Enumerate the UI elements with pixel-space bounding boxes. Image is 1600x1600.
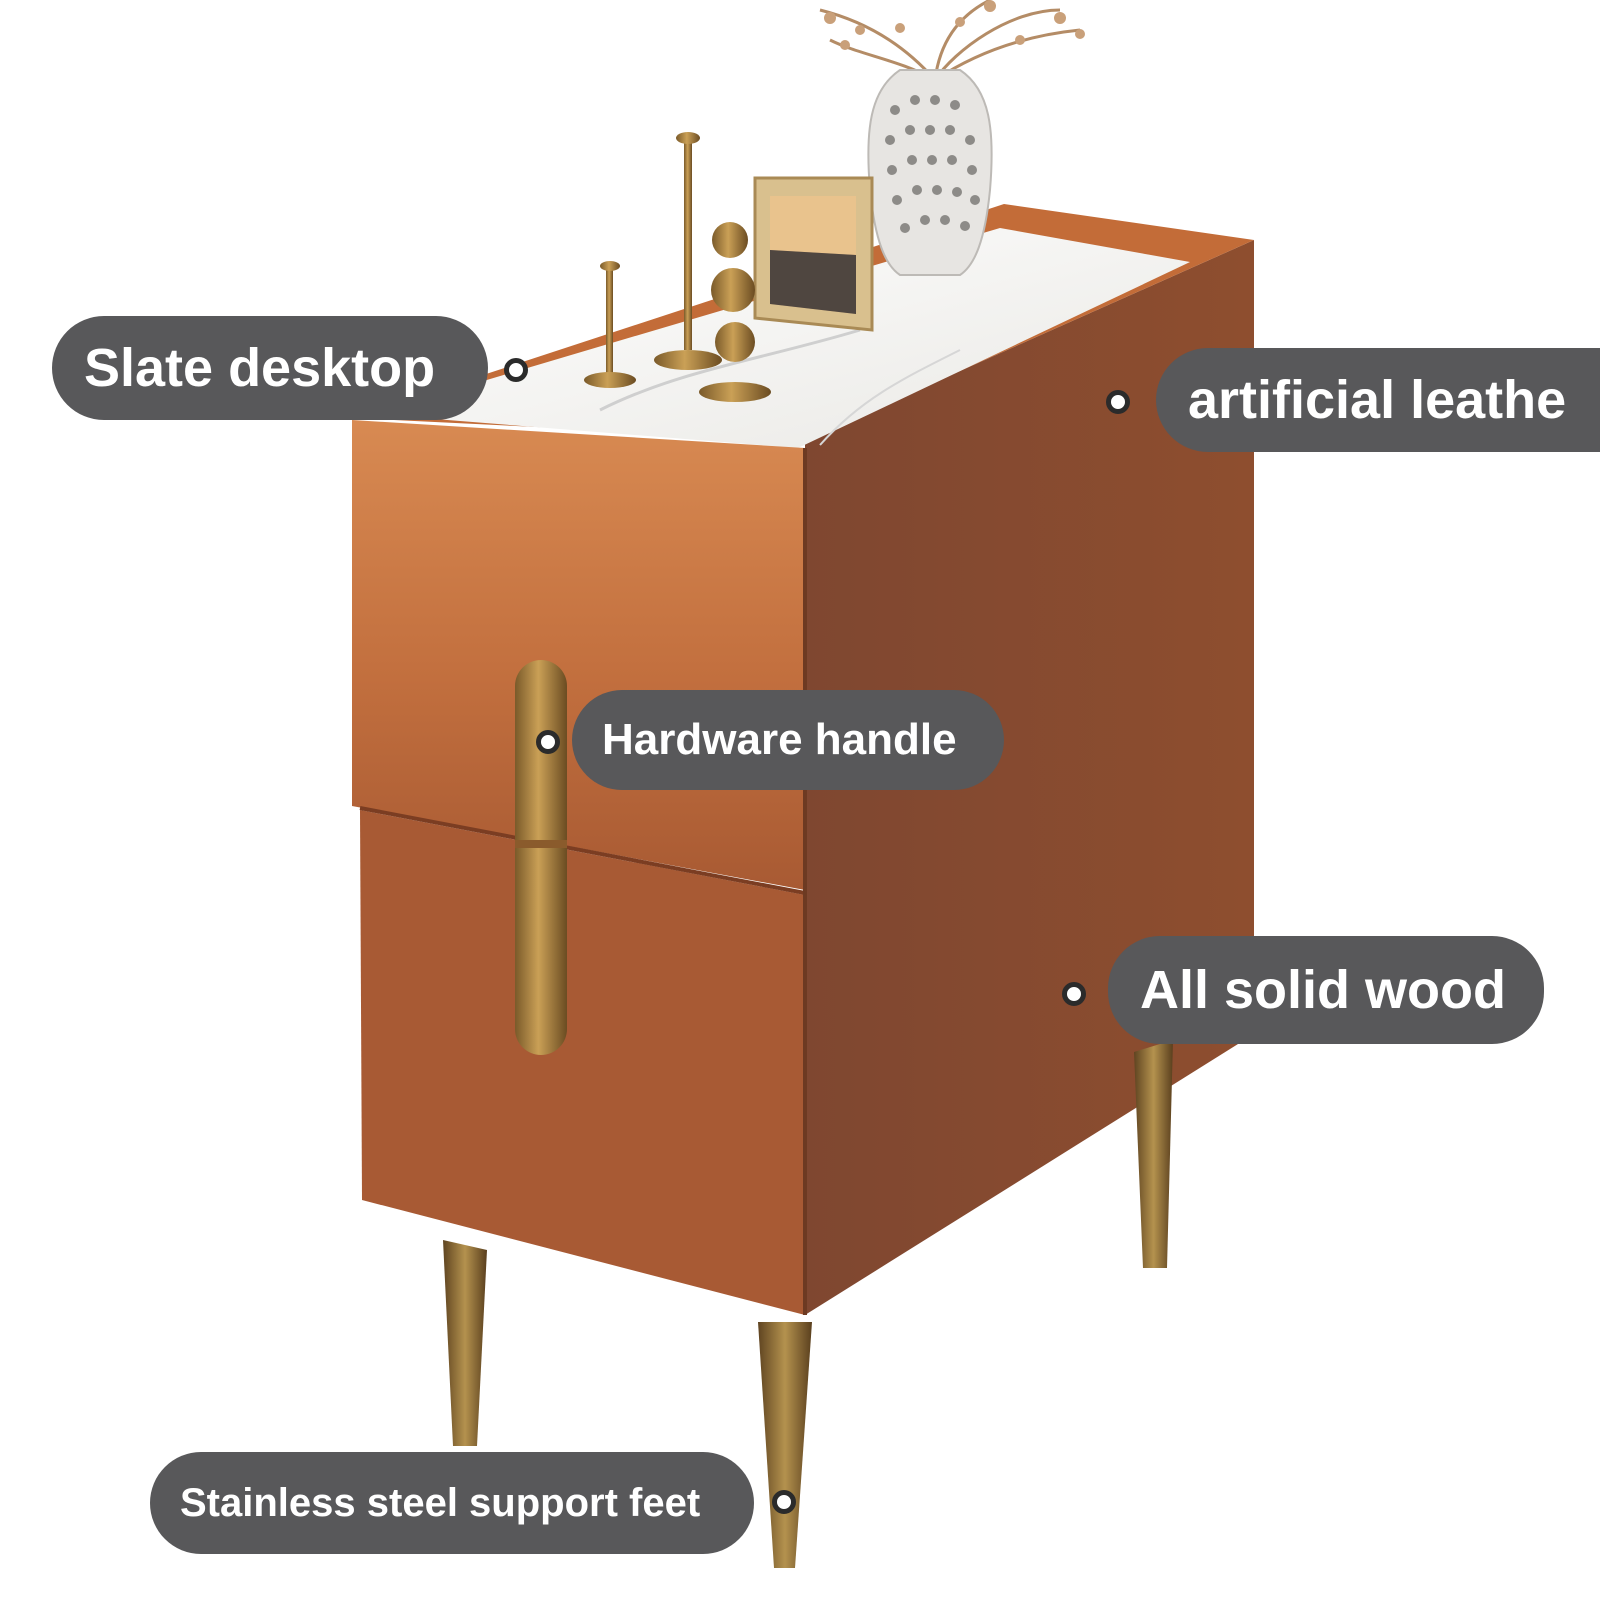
cabinet-side-panel — [805, 240, 1254, 1315]
ring-dot-icon — [536, 730, 560, 754]
slate-top-surface — [372, 228, 1190, 448]
photo-frame — [753, 176, 874, 332]
ring-dot-icon — [1062, 982, 1086, 1006]
flower-buds — [824, 0, 1085, 50]
vase-pattern — [885, 95, 980, 233]
support-feet-label: Stainless steel support feet — [180, 1480, 701, 1525]
artificial-leather-callout: artificial leathe — [1156, 348, 1600, 452]
hardware-handle-label: Hardware handle — [602, 715, 957, 764]
dried-flowers — [819, 0, 1081, 82]
solid-wood-label: All solid wood — [1140, 960, 1506, 1020]
lower-drawer-front — [360, 810, 805, 1315]
front-left-leg — [443, 1240, 487, 1446]
slate-desktop-callout: Slate desktop — [52, 316, 488, 420]
front-right-leg — [758, 1322, 812, 1568]
support-feet-callout: Stainless steel support feet — [150, 1452, 754, 1554]
artificial-leather-label: artificial leathe — [1188, 370, 1567, 430]
ring-dot-icon — [504, 358, 528, 382]
hardware-handle-callout: Hardware handle — [572, 690, 1004, 790]
drawer-handle — [515, 660, 567, 1055]
solid-wood-callout: All solid wood — [1108, 936, 1544, 1044]
back-right-leg — [1134, 1040, 1173, 1268]
ring-dot-icon — [772, 1490, 796, 1514]
slate-desktop-label: Slate desktop — [84, 338, 436, 398]
ring-dot-icon — [1106, 390, 1130, 414]
candle-holders — [584, 132, 771, 402]
